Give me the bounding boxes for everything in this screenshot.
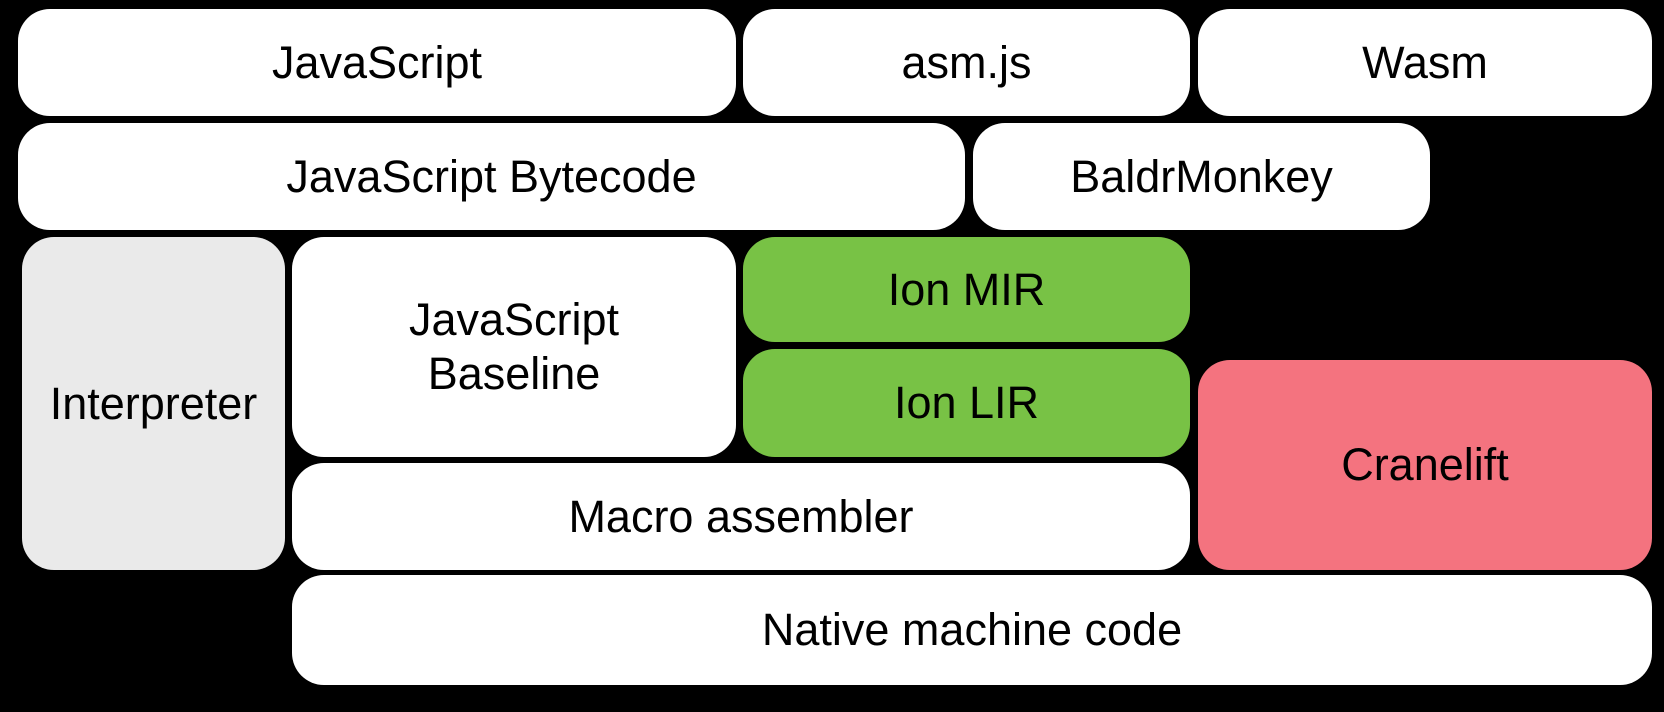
interpreter-box: Interpreter bbox=[22, 237, 285, 570]
native-machine-code-box: Native machine code bbox=[292, 575, 1652, 685]
macro-assembler-box: Macro assembler bbox=[292, 463, 1190, 570]
wasm-box: Wasm bbox=[1198, 9, 1652, 116]
asmjs-box: asm.js bbox=[743, 9, 1190, 116]
ion-mir-box: Ion MIR bbox=[743, 237, 1190, 342]
javascript-box: JavaScript bbox=[18, 9, 736, 116]
ion-lir-box: Ion LIR bbox=[743, 349, 1190, 457]
baldrmonkey-box: BaldrMonkey bbox=[973, 123, 1430, 230]
javascript-baseline-box: JavaScript Baseline bbox=[292, 237, 736, 457]
javascript-bytecode-box: JavaScript Bytecode bbox=[18, 123, 965, 230]
cranelift-box: Cranelift bbox=[1198, 360, 1652, 570]
